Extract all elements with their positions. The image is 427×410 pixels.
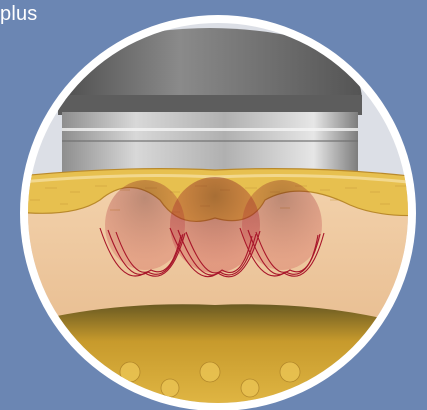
- heating-coils: [100, 177, 324, 277]
